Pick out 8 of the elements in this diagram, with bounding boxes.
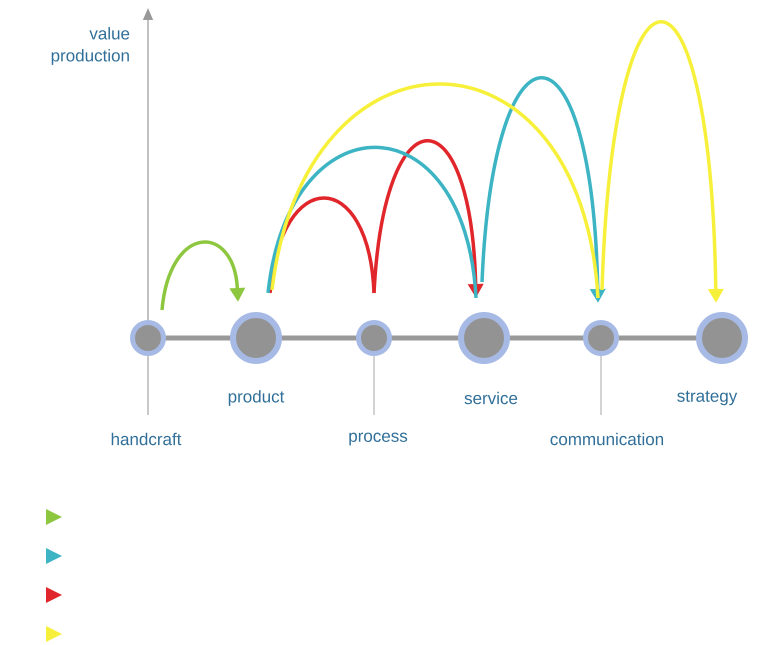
stage-label: strategy: [677, 390, 738, 406]
stage-label: communication: [550, 432, 664, 446]
stage-label: service: [464, 392, 518, 404]
stage-label: process: [349, 432, 408, 446]
arc-arrow: [160, 240, 246, 310]
axis-label: value production: [52, 27, 130, 65]
stage-label: product: [228, 390, 284, 406]
stage-label: handcraft: [112, 432, 182, 446]
